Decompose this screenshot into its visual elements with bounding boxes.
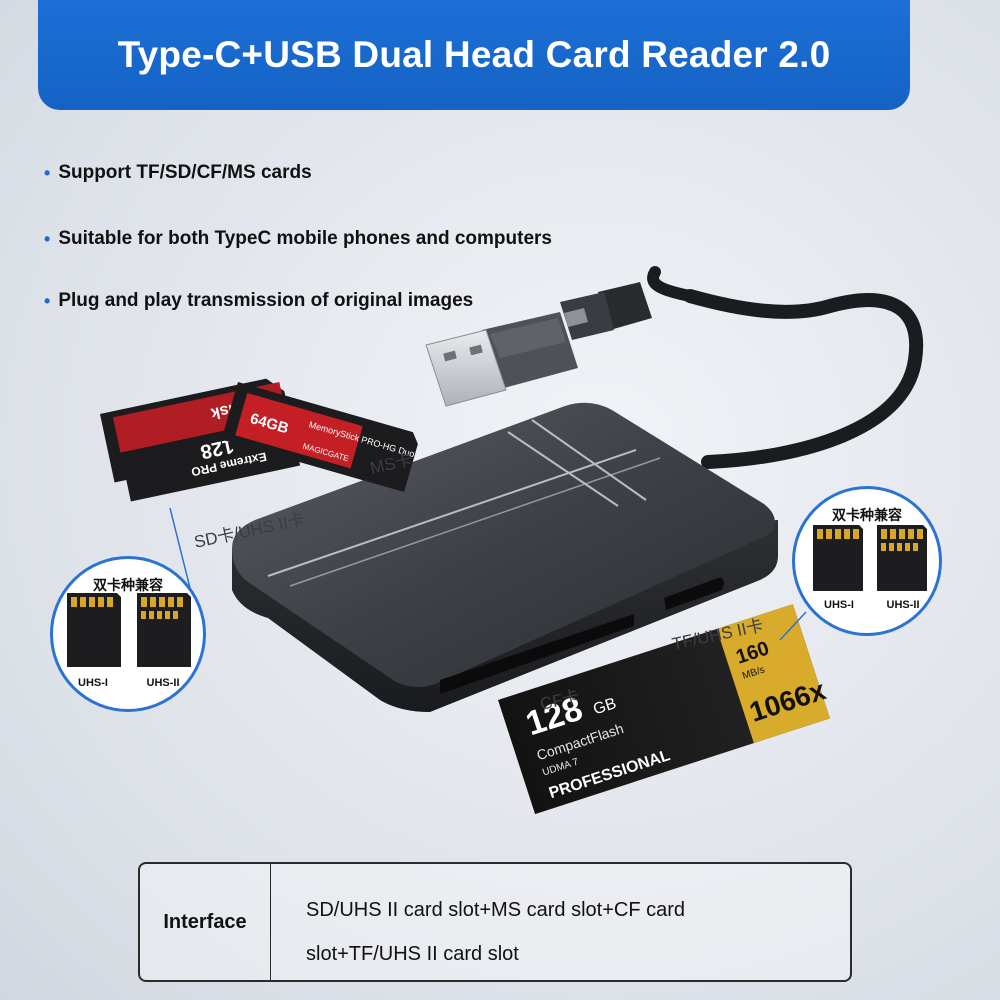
sd-compat-callout: 双卡种兼容 UHS-I UHS-II [50, 556, 206, 712]
feature-text: Support TF/SD/CF/MS cards [58, 162, 312, 183]
uhs-i-card-icon [67, 593, 121, 667]
uhs-ii-card-icon [877, 525, 927, 591]
spec-value: SD/UHS II card slot+MS card slot+CF card… [306, 899, 686, 965]
spec-divider [270, 864, 271, 980]
uhs-i-label: UHS-I [78, 677, 108, 689]
bullet-dot-icon: • [44, 290, 51, 311]
title-banner: Type-C+USB Dual Head Card Reader 2.0 [38, 0, 910, 110]
tf-compat-callout: 双卡种兼容 UHS-I UHS-II [792, 486, 942, 636]
uhs-i-label: UHS-I [824, 599, 854, 611]
usb-c-plug-icon [560, 282, 652, 340]
uhs-ii-label: UHS-II [146, 677, 180, 689]
feature-text: Plug and play transmission of original i… [58, 290, 474, 311]
uhs-ii-card-icon [137, 593, 191, 667]
svg-text:GB: GB [591, 695, 618, 718]
spec-header: Interface [163, 910, 247, 933]
feature-bullet-1: • Support TF/SD/CF/MS cards [44, 162, 312, 184]
feature-text: Suitable for both TypeC mobile phones an… [58, 228, 552, 249]
bullet-dot-icon: • [44, 228, 51, 249]
page-title: Type-C+USB Dual Head Card Reader 2.0 [117, 34, 831, 75]
compat-title: 双卡种兼容 [832, 507, 902, 523]
uhs-ii-label: UHS-II [886, 599, 920, 611]
compat-title: 双卡种兼容 [93, 577, 163, 593]
feature-bullet-3: • Plug and play transmission of original… [44, 290, 473, 312]
uhs-i-card-icon [813, 525, 863, 591]
feature-bullet-2: • Suitable for both TypeC mobile phones … [44, 228, 552, 250]
usb-a-plug-icon [425, 312, 578, 407]
bullet-dot-icon: • [44, 162, 51, 183]
interface-spec-table: Interface SD/UHS II card slot+MS card sl… [138, 862, 852, 982]
